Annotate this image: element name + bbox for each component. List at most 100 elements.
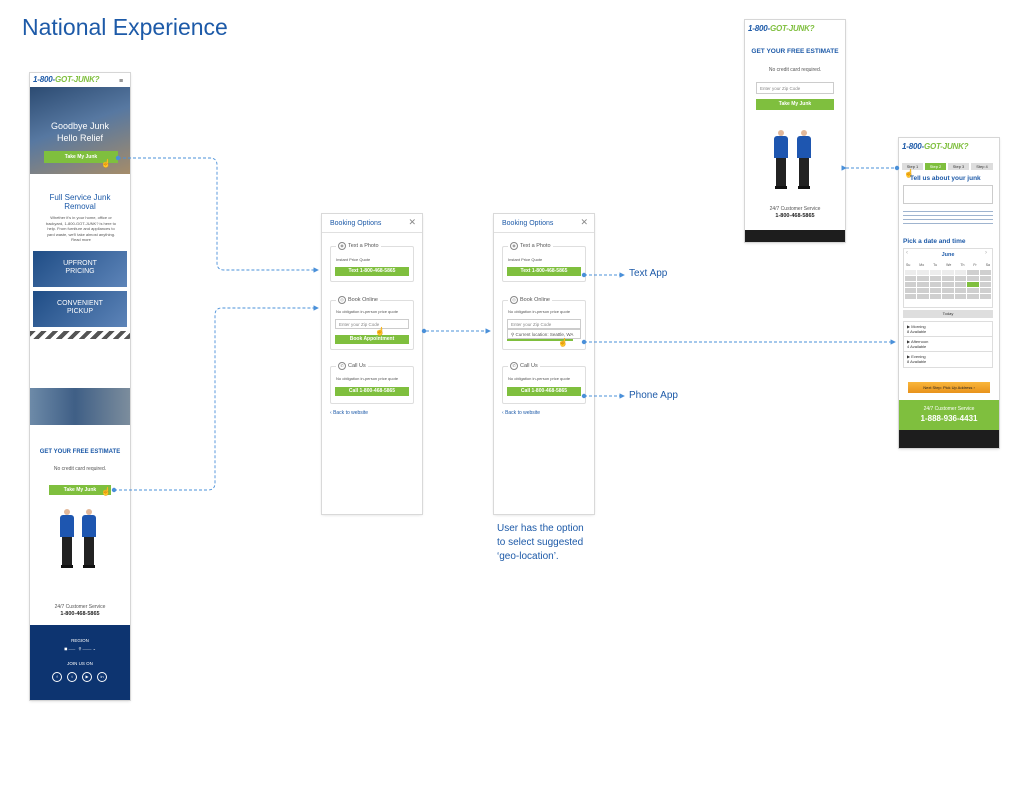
text-number-button[interactable]: Text 1-800-468-5865 [507, 267, 581, 276]
calendar-day-cell[interactable] [967, 276, 979, 281]
calendar-day-cell[interactable] [967, 288, 979, 293]
calendar-day-cell[interactable] [979, 288, 991, 293]
step-1[interactable]: Step 1 [902, 163, 923, 170]
book-online-label: Book Online [520, 297, 550, 303]
take-my-junk-button[interactable]: Take My Junk [49, 485, 111, 495]
hamburger-icon[interactable]: ≡ [119, 78, 124, 85]
calendar-day-cell[interactable] [942, 282, 954, 287]
calendar-day-cell[interactable] [929, 294, 942, 299]
calendar-day-cell[interactable] [917, 282, 929, 287]
calendar-day-cell[interactable] [967, 294, 979, 299]
calendar-day-cell[interactable] [929, 270, 942, 275]
calendar-day-cell[interactable] [954, 288, 967, 293]
calendar-day-cell[interactable] [979, 276, 991, 281]
calendar-day-cell[interactable] [954, 270, 967, 275]
calendar-days-grid[interactable] [905, 270, 991, 299]
calendar-day-cell[interactable] [942, 276, 954, 281]
hero-take-my-junk-button[interactable]: Take My Junk [44, 151, 118, 163]
back-to-website-link[interactable]: ‹ Back to website [330, 410, 369, 416]
connector-dot [581, 339, 587, 345]
calendar-day-cell[interactable] [905, 294, 917, 299]
calendar-day-cell[interactable] [942, 270, 954, 275]
step-2[interactable]: Step 2 [925, 163, 946, 170]
no-credit-text: No credit card required. [768, 67, 822, 73]
camera-icon: ◉ [510, 242, 518, 250]
today-button[interactable]: Today [903, 310, 993, 318]
back-to-website-link[interactable]: ‹ Back to website [502, 410, 541, 416]
calendar-day-cell[interactable] [967, 282, 979, 287]
zip-code-input[interactable]: Enter your Zip Code [335, 319, 409, 329]
linkedin-icon[interactable]: in [97, 672, 107, 682]
current-location-suggestion[interactable]: ⚲ Current location: Seattle, WA [507, 329, 581, 339]
next-step-button[interactable]: Next Step: Pick Up Address › [908, 382, 990, 393]
connector-estimate-to-booking [114, 305, 319, 491]
calendar-day-cell[interactable] [979, 270, 991, 275]
zip-code-input[interactable]: Enter your Zip Code [756, 82, 834, 94]
upfront-pricing-tile[interactable] [33, 251, 127, 287]
twitter-icon[interactable]: t [67, 672, 77, 682]
calendar-icon: ◎ [510, 296, 518, 304]
calendar-day-cell[interactable] [905, 288, 917, 293]
text-photo-label: Text a Photo [348, 243, 379, 249]
divider [322, 232, 422, 233]
customer-service-phone[interactable]: 1-888-936-4431 [920, 414, 978, 423]
step-3[interactable]: Step 3 [948, 163, 969, 170]
estimate-title: GET YOUR FREE ESTIMATE [751, 48, 839, 55]
calendar-day-cell[interactable] [954, 282, 967, 287]
facebook-icon[interactable]: f [52, 672, 62, 682]
text-number-button[interactable]: Text 1-800-468-5865 [335, 267, 409, 276]
region-selector[interactable]: ◼ ‒‒‒ ⚲ ‒‒‒‒ ⌄ [64, 646, 96, 651]
prev-month-icon[interactable]: ‹ [906, 250, 908, 256]
customer-service-phone[interactable]: 1-800-468-5865 [60, 611, 100, 617]
calendar-day-cell[interactable] [967, 270, 979, 275]
next-month-icon[interactable]: › [985, 250, 987, 256]
call-number-button[interactable]: Call 1-800-468-5865 [507, 387, 581, 396]
torn-edge-divider [30, 331, 130, 339]
calendar-day-cell[interactable] [905, 282, 917, 287]
calendar-day-cell[interactable] [917, 270, 929, 275]
close-icon[interactable]: ✕ [580, 217, 588, 227]
book-online-label: Book Online [348, 297, 378, 303]
book-appointment-button[interactable]: Book Appointment [335, 335, 409, 344]
calendar-day-cell[interactable] [929, 282, 942, 287]
calendar-day-cell[interactable] [942, 294, 954, 299]
calendar-day-cell[interactable] [917, 276, 929, 281]
footer-bar [745, 230, 845, 242]
calendar-day-cell[interactable] [942, 288, 954, 293]
calendar-day-cell[interactable] [929, 276, 942, 281]
customer-service-bar [899, 400, 999, 430]
estimate-phone-screen: 1-800-GOT-JUNK? GET YOUR FREE ESTIMATE N… [745, 20, 845, 242]
calendar-day-cell[interactable] [954, 294, 967, 299]
calendar-day-cell[interactable] [905, 270, 917, 275]
zip-code-input[interactable]: Enter your Zip Code [507, 319, 581, 329]
take-my-junk-button[interactable]: Take My Junk [756, 99, 834, 110]
calendar-day-cell[interactable] [917, 294, 929, 299]
close-icon[interactable]: ✕ [408, 217, 416, 227]
calendar-day-cell[interactable] [979, 294, 991, 299]
calendar-day-cell[interactable] [954, 276, 967, 281]
calendar-day-cell[interactable] [917, 288, 929, 293]
customer-service-label: 24/7 Customer Service [923, 406, 975, 412]
junk-description-textarea[interactable] [903, 185, 993, 204]
calendar-day-cell[interactable] [905, 276, 917, 281]
convenient-pickup-tile[interactable] [33, 291, 127, 327]
note-text [903, 211, 993, 225]
step-4[interactable]: Step 4 [971, 163, 993, 170]
calendar [903, 248, 993, 308]
customer-service-phone[interactable]: 1-800-468-5865 [775, 213, 815, 219]
calendar-day-cell[interactable] [979, 282, 991, 287]
text-photo-section: ◉Text a Photo Instant Price Quote Text 1… [330, 242, 414, 282]
connector-dot [421, 328, 427, 334]
call-number-button[interactable]: Call 1-800-468-5865 [335, 387, 409, 396]
youtube-icon[interactable]: ▶ [82, 672, 92, 682]
hero-headline-line1: Goodbye Junk [50, 121, 110, 131]
footer-bar [899, 430, 999, 448]
calendar-day-cell[interactable] [929, 288, 942, 293]
trucks-photo [30, 388, 130, 425]
